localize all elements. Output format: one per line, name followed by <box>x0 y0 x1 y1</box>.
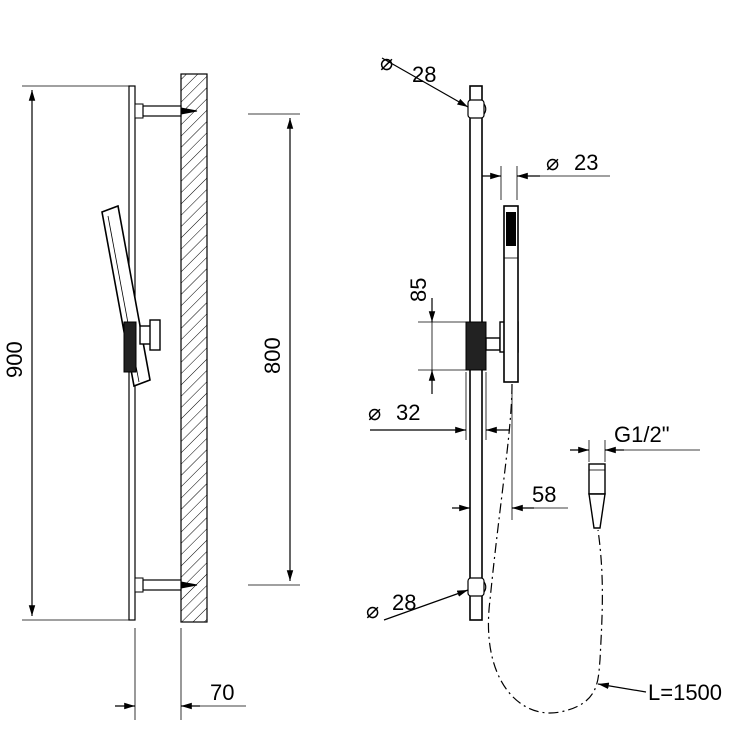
cone-connector <box>588 463 606 529</box>
dim-bottom-bracket: ⌀ 28 <box>366 589 469 623</box>
dim-top-bracket-symbol: ⌀ <box>380 50 393 75</box>
dim-slider-symbol: ⌀ <box>368 400 381 425</box>
dim-connection-label: G1/2" <box>614 422 670 447</box>
hand-shower-front <box>485 205 519 383</box>
slider-front <box>465 321 487 371</box>
dim-bar-label: 23 <box>574 150 598 175</box>
dim-offset-label: 58 <box>532 482 556 507</box>
dim-slider: ⌀ 32 <box>368 372 510 440</box>
dim-900: 900 <box>2 85 130 621</box>
wall-section <box>180 73 208 623</box>
left-view: 900 800 70 <box>2 73 300 720</box>
bottom-bracket-side <box>134 577 198 593</box>
dim-top-bracket-label: 28 <box>412 62 436 87</box>
dim-900-label: 900 <box>2 341 27 378</box>
top-bracket-front <box>467 99 485 119</box>
dim-holder-spacing: 85 <box>406 278 466 394</box>
dim-800: 800 <box>248 113 300 586</box>
dim-70-label: 70 <box>210 680 234 705</box>
dim-bottom-bracket-symbol: ⌀ <box>366 598 379 623</box>
dim-offset: 58 <box>452 390 568 520</box>
dim-connection: G1/2" <box>570 422 700 462</box>
hand-shower-side <box>101 204 161 388</box>
right-view: ⌀ 28 ⌀ 23 85 ⌀ 32 <box>366 50 722 714</box>
dim-slider-label: 32 <box>396 400 420 425</box>
top-bracket-side <box>134 103 198 119</box>
dim-hose-length-label: L=1500 <box>648 680 722 705</box>
bottom-bracket-front <box>467 577 485 597</box>
dim-bar-symbol: ⌀ <box>546 150 559 175</box>
dim-bar: ⌀ 23 <box>482 150 610 200</box>
dim-bottom-bracket-label: 28 <box>392 590 416 615</box>
dim-800-label: 800 <box>260 337 285 374</box>
dim-holder-spacing-label: 85 <box>406 278 431 302</box>
dim-hose-length: L=1500 <box>597 680 722 705</box>
dim-top-bracket: ⌀ 28 <box>380 50 469 108</box>
shower-hose <box>488 383 603 714</box>
dim-70: 70 <box>115 628 246 720</box>
